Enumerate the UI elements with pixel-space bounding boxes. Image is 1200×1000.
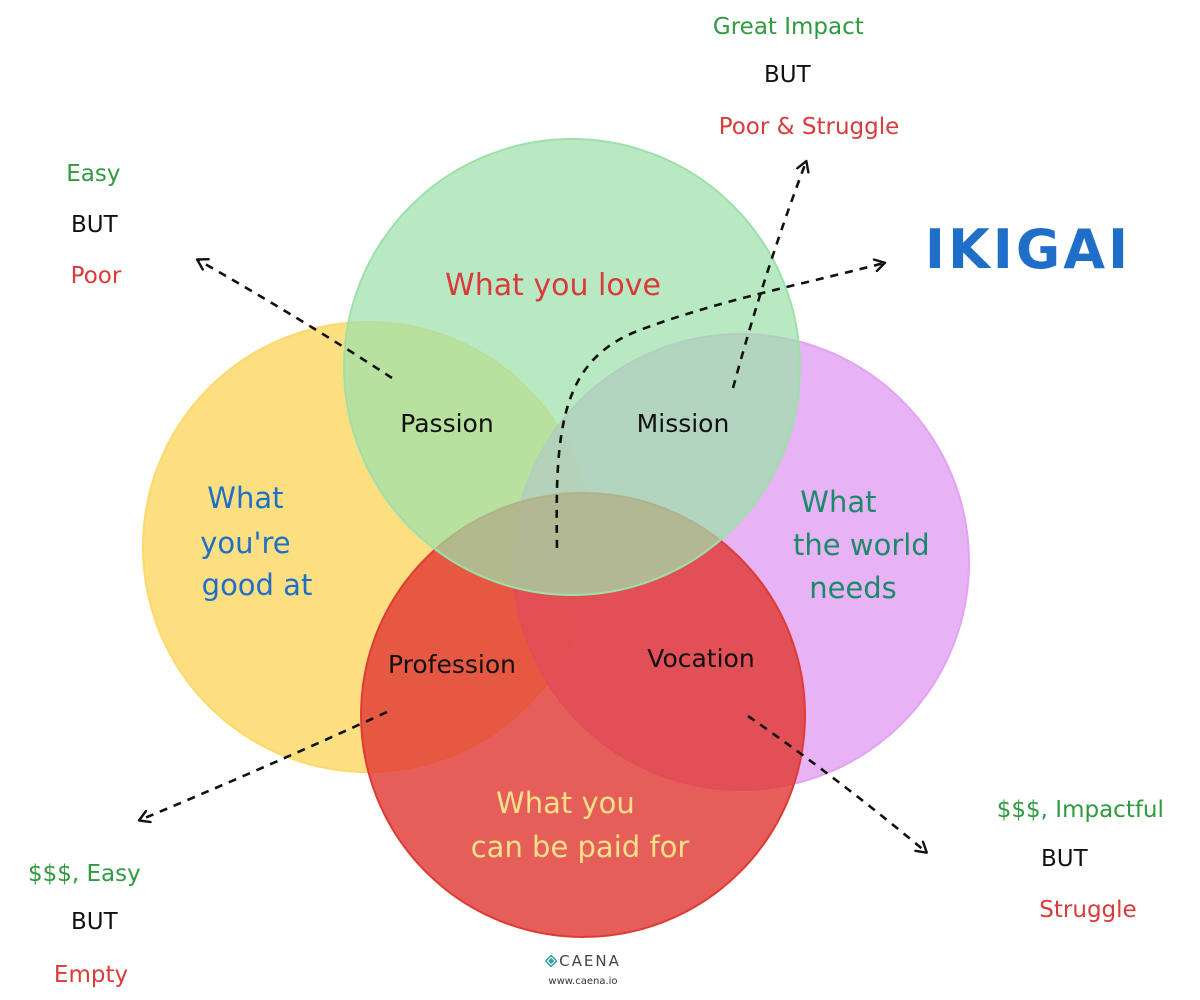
- brand-name: CAENA: [559, 952, 621, 970]
- arrow-center-ikigai: [555, 263, 884, 549]
- label-profession: Profession: [388, 650, 516, 679]
- caena-logo-icon: [545, 955, 558, 967]
- arrow-mission-top-right: [731, 162, 806, 389]
- outcome-bottom-left: $$$, Easy BUT Empty: [28, 861, 148, 988]
- label-paid-for: What you can be paid for: [471, 786, 690, 864]
- outcome-bottom-left-connector: BUT: [71, 909, 119, 935]
- outcome-bottom-right-negative: Struggle: [1039, 897, 1136, 923]
- outcome-top-left-connector: BUT: [71, 212, 119, 238]
- outcome-bottom-right-positive: $$$, Impactful: [997, 797, 1164, 823]
- outcome-top-left: Easy BUT Poor: [66, 161, 128, 289]
- label-good-at-line-2: you're: [200, 526, 290, 560]
- brand-footer: CAENA www.caena.io: [545, 952, 621, 987]
- outcome-top-right: Great Impact BUT Poor & Struggle: [713, 14, 899, 140]
- circle-love: [343, 138, 801, 596]
- outcome-bottom-left-positive: $$$, Easy: [28, 861, 141, 887]
- label-good-at-line-3: good at: [202, 568, 313, 602]
- arrow-profession-bottom-left: [140, 710, 388, 820]
- label-good-at: What you're good at: [200, 481, 312, 602]
- outcome-top-right-positive: Great Impact: [713, 14, 864, 40]
- outcome-bottom-right-connector: BUT: [1041, 846, 1089, 872]
- outcome-top-left-negative: Poor: [71, 263, 122, 289]
- outcome-bottom-right: $$$, Impactful BUT Struggle: [997, 797, 1171, 923]
- label-passion: Passion: [400, 409, 493, 438]
- label-world-needs-line-2: the world: [793, 528, 930, 562]
- outcome-top-left-positive: Easy: [66, 161, 120, 187]
- label-world-needs: What the world needs: [793, 485, 939, 605]
- arrow-vocation-bottom-right: [747, 714, 926, 852]
- arrow-passion-top-left: [198, 260, 393, 380]
- label-vocation: Vocation: [647, 644, 754, 673]
- outcome-top-right-negative: Poor & Struggle: [719, 114, 900, 140]
- title-ikigai: IKIGAI: [925, 218, 1131, 281]
- label-world-needs-line-1: What: [800, 485, 876, 519]
- label-paid-for-line-1: What you: [496, 786, 635, 820]
- outcome-bottom-left-negative: Empty: [54, 962, 128, 988]
- label-paid-for-line-2: can be paid for: [471, 830, 690, 864]
- label-good-at-line-1: What: [207, 481, 283, 515]
- label-world-needs-line-3: needs: [809, 571, 897, 605]
- label-what-you-love: What you love: [445, 268, 661, 303]
- label-mission: Mission: [637, 409, 730, 438]
- outcome-top-right-connector: BUT: [764, 62, 812, 88]
- brand-url: www.caena.io: [548, 976, 618, 987]
